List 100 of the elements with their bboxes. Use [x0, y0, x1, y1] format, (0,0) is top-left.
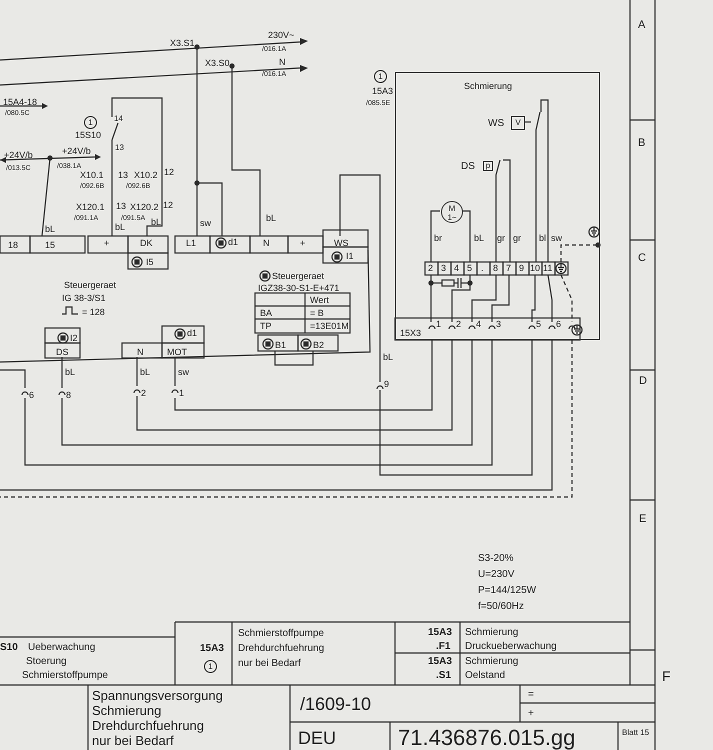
controller-label: Steuergeraet [64, 280, 116, 291]
connector-label: 13 [116, 201, 126, 212]
title-text: nur bei Bedarf [92, 733, 174, 748]
terminal-label: B1 [275, 340, 286, 351]
wire-color-code: gr [497, 233, 506, 244]
device-tag: WS [488, 119, 504, 129]
box-title: Schmierung [464, 81, 512, 91]
terminal-label: + [300, 238, 306, 249]
switch-label: 14 [114, 113, 123, 124]
terminal-label: WS [334, 238, 348, 249]
wire-color-code: gr [513, 233, 522, 244]
connector-label: X120.2 [130, 202, 159, 213]
motor-symbol [441, 201, 463, 223]
terminal-label: DS [56, 347, 69, 358]
motor-spec: f=50/60Hz [478, 601, 524, 612]
title-block-cell: /1609-10 [300, 694, 372, 714]
connector-label: X10.1 [80, 170, 104, 181]
terminal-label: 5 [536, 319, 542, 330]
table-cell: Druckueberwachung [465, 641, 557, 652]
terminal-label: B2 [313, 340, 324, 351]
table-cell: = B [310, 308, 324, 319]
wire-color-code: bL [151, 217, 162, 228]
bus-label: 15A4-18 [3, 97, 38, 108]
table-cell: Oelstand [465, 670, 506, 681]
callout-number: 1 [84, 116, 97, 129]
grid-letter: B [638, 138, 646, 149]
table-cell: BA [260, 308, 272, 319]
terminal-label: + [104, 238, 110, 249]
terminal-number: 8 [493, 263, 498, 274]
terminal-label: I1 [346, 251, 354, 262]
table-cell: Wert [310, 295, 329, 306]
terminal-label: 4 [476, 319, 482, 330]
controller-label: = 128 [82, 307, 105, 318]
table-cell: 15A3 [428, 627, 452, 638]
table-cell: Schmierstoffpumpe [22, 670, 108, 681]
enclosure-box [395, 72, 600, 340]
connector-pin-number: 8 [66, 390, 72, 401]
terminal-label: 15X3 [400, 328, 422, 339]
title-block-cell: 71.436876.015.gg [398, 726, 576, 750]
device-reference: 15A3 [372, 86, 394, 97]
table-cell: nur bei Bedarf [238, 658, 301, 669]
table-cell: Ueberwachung [28, 642, 96, 653]
bus-label: X3.S0 [205, 58, 230, 69]
table-cell: 15A3 [428, 656, 452, 667]
wire-color-code: bL [383, 352, 394, 363]
wire-color-code: bL [65, 367, 76, 378]
terminal-label: d1 [187, 328, 198, 339]
connector-pin-number: 1 [179, 388, 184, 399]
connector-label: 12 [164, 167, 174, 178]
connector-pin-number: 9 [384, 379, 390, 390]
wire-color-code: bL [140, 367, 150, 378]
motor-spec: U=230V [478, 569, 514, 580]
table-cell: Drehdurchfuehrung [238, 643, 324, 654]
terminal-label: I5 [146, 257, 154, 268]
connector-label: 13 [118, 170, 128, 181]
wire-color-code: bL [266, 213, 276, 224]
symbol-label: 1~ [446, 213, 458, 222]
grid-letter: E [639, 514, 646, 525]
table-cell: Schmierung [465, 656, 518, 667]
terminal-label: L1 [186, 238, 196, 249]
terminal-number: 2 [428, 263, 434, 274]
controller-label: Steuergeraet [272, 271, 324, 282]
valve-box [511, 116, 525, 130]
terminal-label: 6 [556, 319, 562, 330]
wire-color-code: sw [551, 233, 562, 244]
title-text: Schmierung [92, 703, 162, 718]
table-cell: Schmierstoffpumpe [238, 628, 324, 639]
grid-letter: D [639, 376, 647, 387]
connector-pin-number: 2 [141, 388, 146, 399]
wire-color-code: bL [45, 224, 56, 235]
terminal-label: 1 [436, 319, 442, 330]
connector-label: X120.1 [76, 202, 105, 213]
table-cell: =13E01M [310, 321, 349, 332]
symbol-label: p [484, 161, 492, 170]
controller-label: IG 38-3/S1 [62, 293, 106, 304]
title-text: Drehdurchfuehrung [92, 718, 204, 733]
motor-spec: S3-20% [478, 553, 514, 564]
terminal-number: 7 [506, 263, 512, 274]
table-cell: TP [260, 321, 272, 332]
callout-number: 1 [374, 70, 387, 83]
callout-number: 1 [204, 660, 217, 673]
table-cell: S10 [0, 642, 18, 653]
grid-letter: F [662, 668, 671, 684]
terminal-label: 15 [45, 240, 56, 251]
switch-label: 15S10 [75, 130, 102, 141]
terminal-label: I2 [70, 333, 78, 344]
terminal-number: . [481, 263, 484, 274]
wire-color-code: bL [115, 222, 126, 233]
terminal-label: MOT [167, 347, 187, 358]
terminal-label: DK [140, 238, 153, 249]
table-cell: .F1 [436, 641, 450, 652]
wire-color-code: bl [539, 233, 546, 244]
title-text: Spannungsversorgung [92, 688, 223, 703]
bus-label: X3.S1 [170, 38, 195, 49]
bus-label: 230V~ [268, 30, 294, 41]
terminal-number: 5 [467, 263, 472, 274]
terminal-number: 4 [454, 263, 460, 274]
terminal-number: 9 [519, 263, 524, 274]
switch-label: 13 [115, 142, 124, 153]
terminal-label: N [137, 347, 144, 358]
